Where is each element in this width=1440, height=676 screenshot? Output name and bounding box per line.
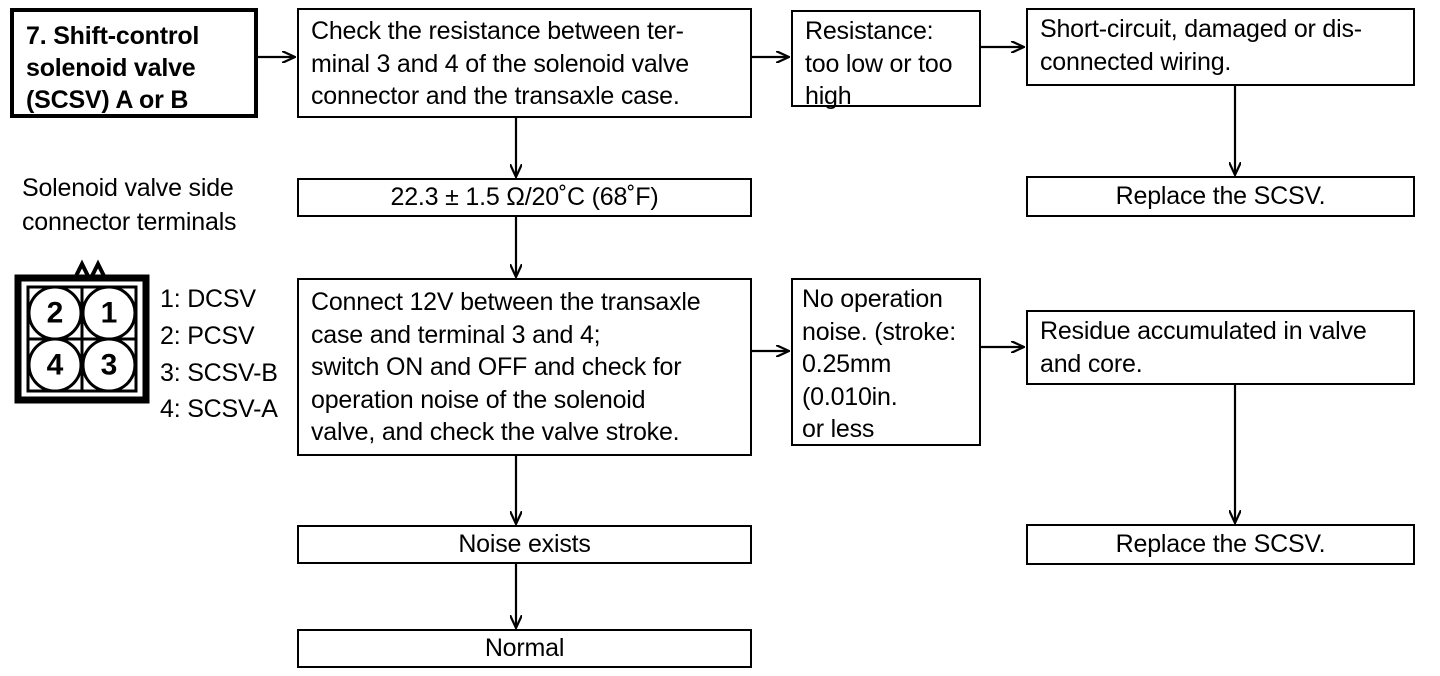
node-check-resistance[interactable]: Check the resistance between ter- minal … <box>297 8 752 118</box>
node-connect-12v[interactable]: Connect 12V between the transaxle case a… <box>297 278 752 456</box>
terminal-number-1: 1 <box>101 297 118 330</box>
node-resistance-spec[interactable]: 22.3 ± 1.5 Ω/20˚C (68˚F) <box>297 178 752 217</box>
node-resistance-out-of-range[interactable]: Resistance: too low or too high <box>791 10 981 110</box>
node-noise-exists[interactable]: Noise exists <box>297 525 752 564</box>
terminal-number-4: 4 <box>47 349 64 382</box>
node-start[interactable]: 7. Shift-control solenoid valve (SCSV) A… <box>10 8 258 118</box>
connector-illustration-caption: Solenoid valve side connector terminals <box>22 174 237 236</box>
connector-pin-legend: 1: DCSV 2: PCSV 3: SCSV-B 4: SCSV-A <box>160 285 278 424</box>
node-no-operation-noise[interactable]: No operation noise. (stroke: 0.25mm (0.0… <box>791 278 981 446</box>
node-replace-scsv-top[interactable]: Replace the SCSV. <box>1026 176 1415 217</box>
node-residue[interactable]: Residue accumulated in valve and core. <box>1026 310 1415 385</box>
connector-terminal-illustration: 2 1 4 3 <box>14 259 150 404</box>
terminal-number-3: 3 <box>101 349 118 382</box>
node-replace-scsv-bottom[interactable]: Replace the SCSV. <box>1026 524 1415 565</box>
node-short-circuit[interactable]: Short-circuit, damaged or dis- connected… <box>1026 8 1415 86</box>
terminal-number-2: 2 <box>47 297 64 330</box>
node-normal[interactable]: Normal <box>297 629 752 668</box>
